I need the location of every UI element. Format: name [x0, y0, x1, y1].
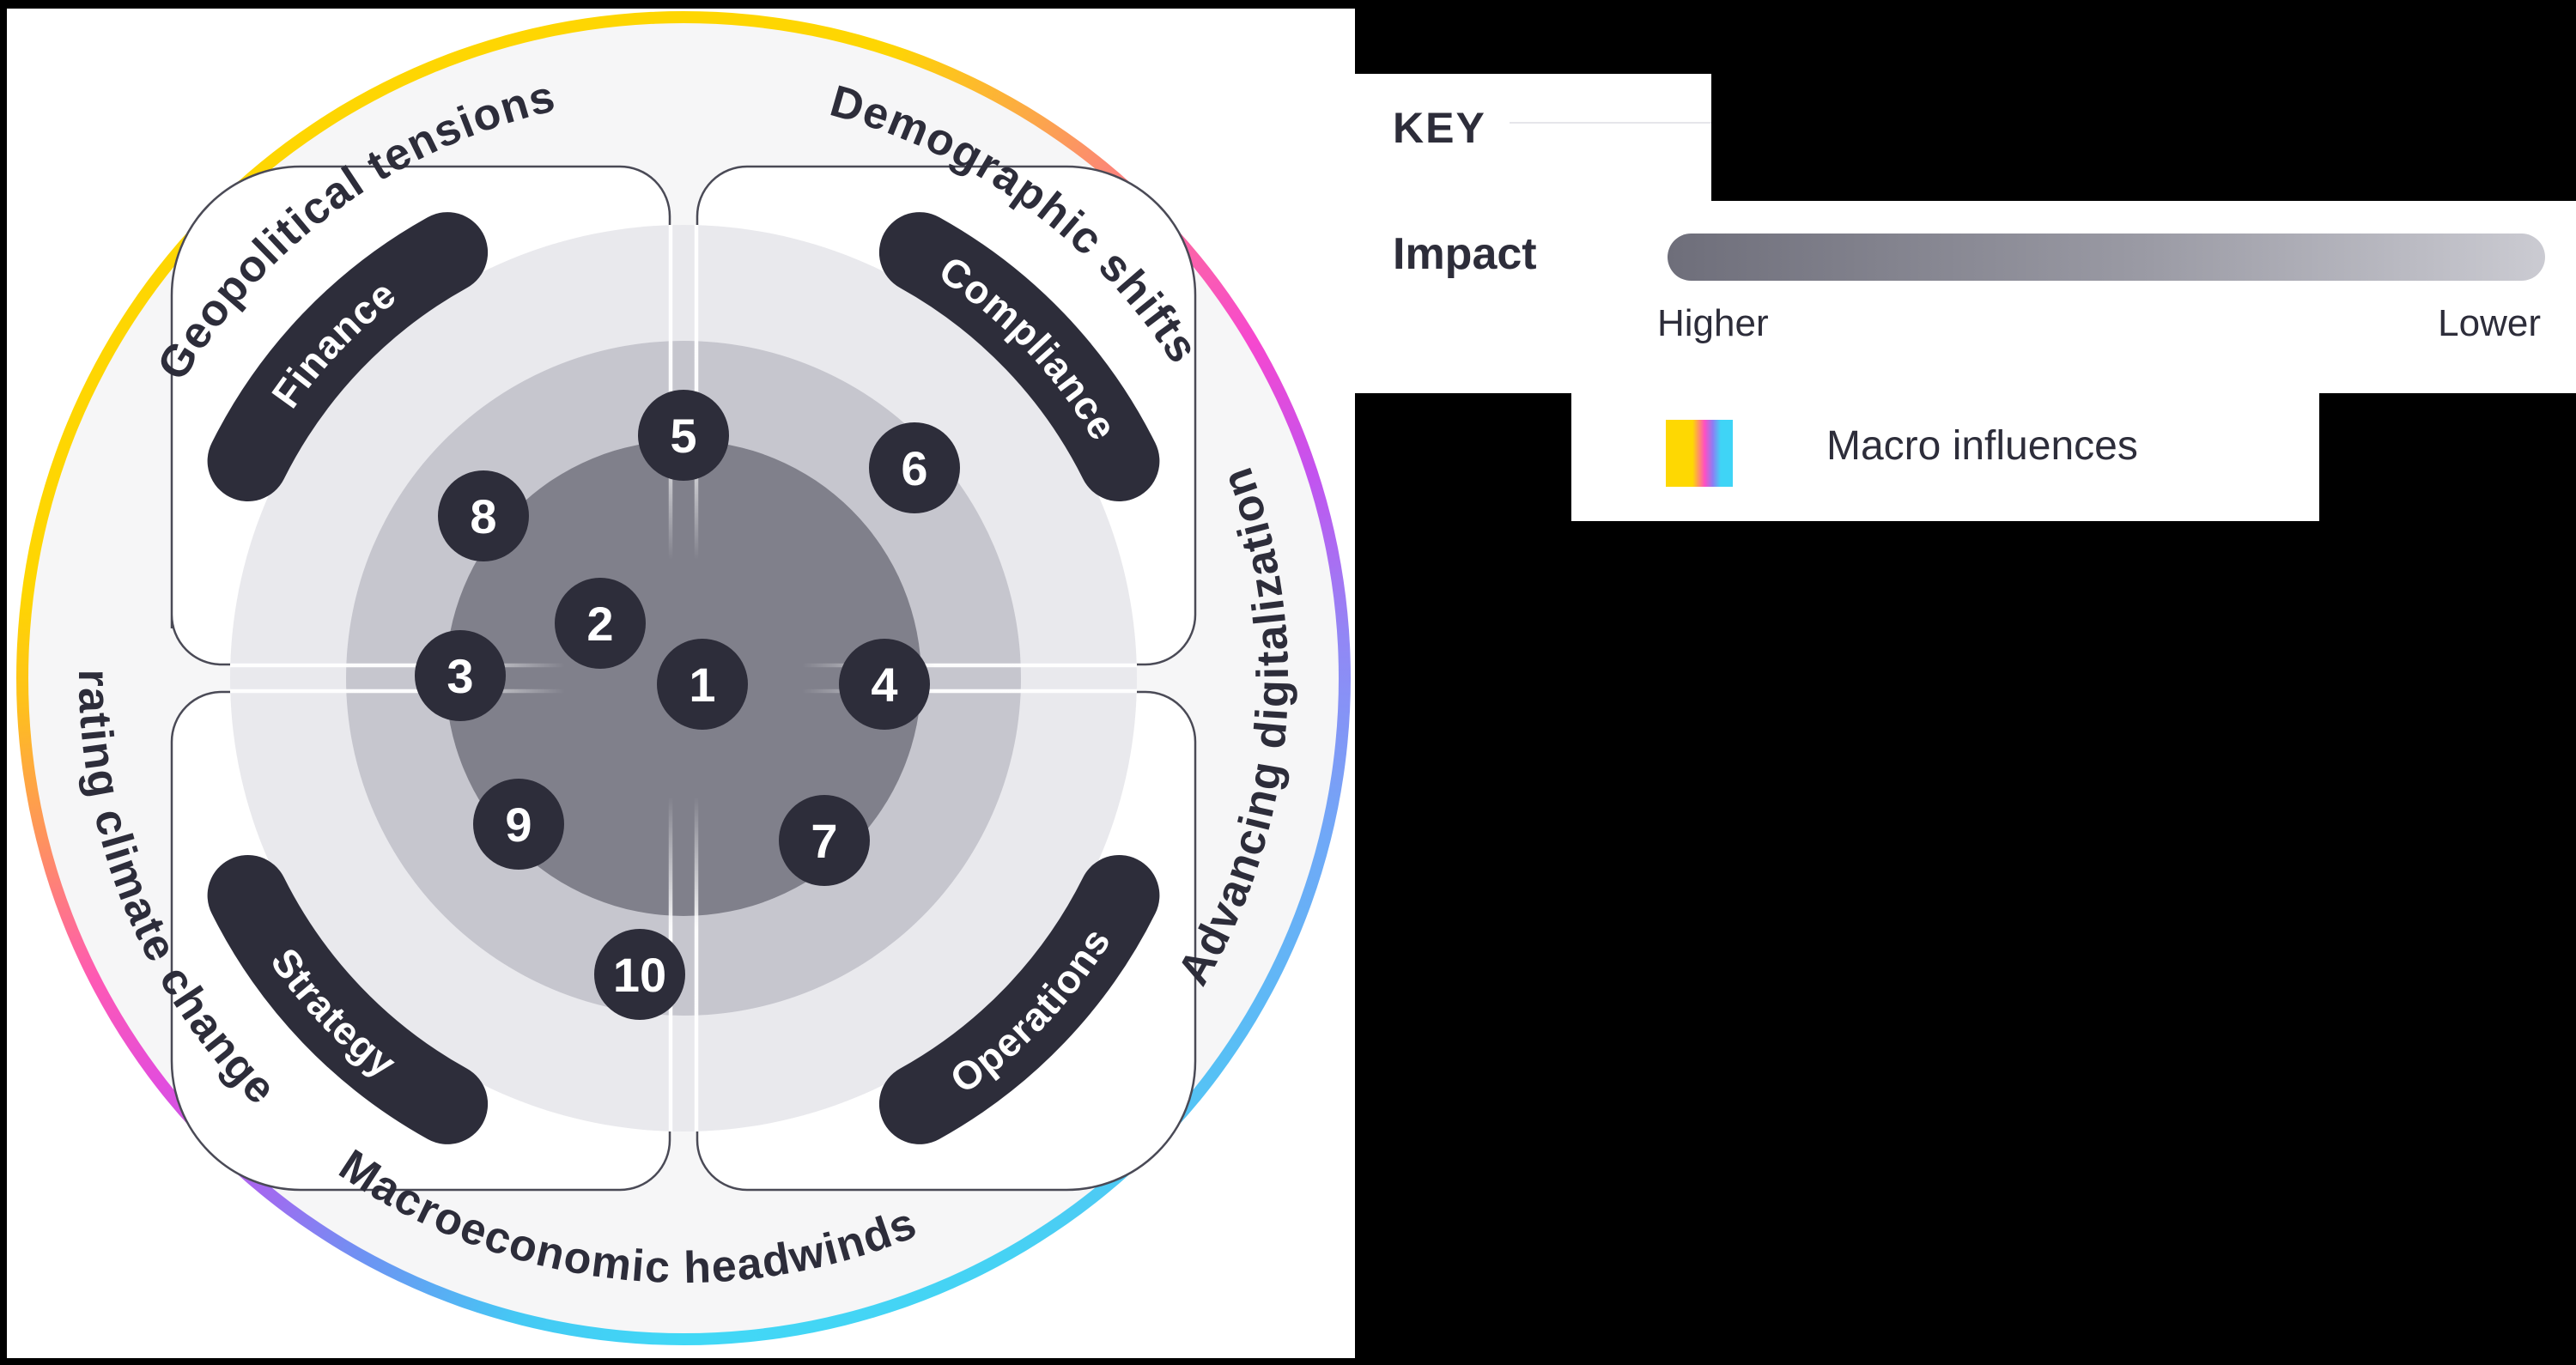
macro-legend-label: Macro influences — [1826, 423, 2138, 469]
impact-lower-label: Lower — [2438, 302, 2541, 344]
risk-dot: 3 — [415, 630, 506, 721]
radar-diagram: Finance Compliance Strategy Operations G… — [7, 9, 1339, 1333]
key-divider-line — [1510, 122, 1711, 124]
key-title-box: KEY — [1350, 74, 1711, 201]
risk-dot: 10 — [594, 929, 685, 1020]
risk-dot: 4 — [839, 639, 930, 730]
svg-text:3: 3 — [447, 649, 473, 703]
compliance-pill — [878, 212, 1160, 501]
risk-dots: 1 2 3 4 5 — [415, 390, 960, 1020]
risk-dot: 1 — [657, 639, 748, 730]
strategy-pill — [207, 855, 489, 1144]
key-title: KEY — [1393, 104, 1486, 152]
svg-text:6: 6 — [901, 441, 927, 495]
finance-pill — [207, 212, 489, 501]
svg-text:1: 1 — [689, 658, 715, 712]
svg-text:9: 9 — [505, 798, 532, 852]
operations-pill — [878, 855, 1160, 1144]
svg-text:4: 4 — [871, 658, 897, 712]
impact-higher-label: Higher — [1657, 302, 1769, 344]
risk-dot: 5 — [638, 390, 729, 481]
svg-text:2: 2 — [586, 597, 613, 651]
radar-panel: Finance Compliance Strategy Operations G… — [7, 9, 1355, 1358]
impact-label: Impact — [1393, 229, 1537, 279]
risk-dot: 2 — [555, 578, 646, 669]
risk-dot: 8 — [438, 470, 529, 561]
risk-dot: 9 — [473, 779, 564, 870]
impact-gradient-bar — [1668, 234, 2545, 281]
category-pills — [207, 212, 1160, 1144]
risk-dot: 7 — [779, 795, 870, 886]
macro-influences-legend: Macro influences — [1571, 393, 2319, 521]
macro-rainbow-swatch — [1666, 420, 1733, 487]
svg-text:8: 8 — [470, 489, 496, 543]
svg-text:7: 7 — [811, 814, 837, 868]
impact-legend: Impact Higher Lower — [1350, 201, 2576, 393]
svg-text:5: 5 — [670, 409, 696, 463]
svg-text:10: 10 — [613, 948, 666, 1002]
risk-dot: 6 — [869, 422, 960, 513]
